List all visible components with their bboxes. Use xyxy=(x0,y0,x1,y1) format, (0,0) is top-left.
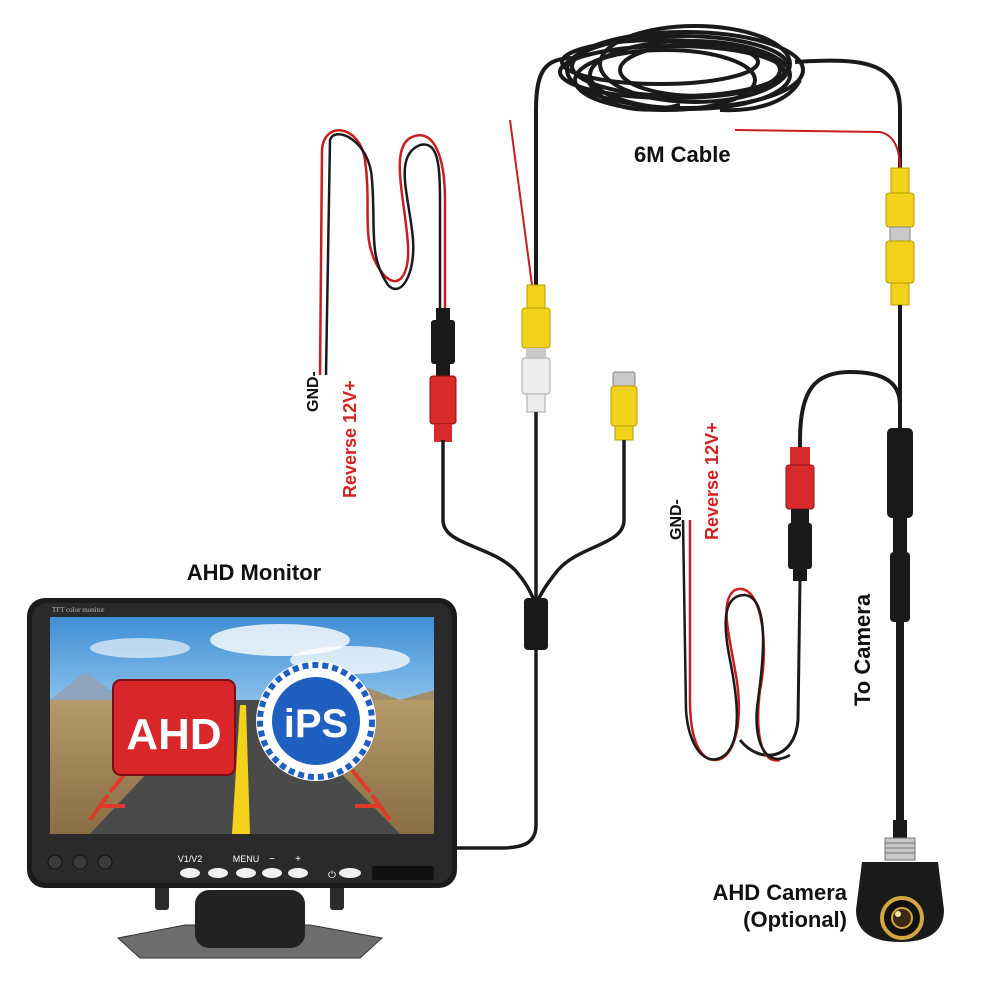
trigger-wire-right xyxy=(734,129,901,171)
menu-button[interactable] xyxy=(236,868,256,878)
btn-label-minus: − xyxy=(269,854,275,865)
btn-label-plus: + xyxy=(295,854,301,865)
ips-badge: iPS xyxy=(256,661,376,781)
cable-left-run xyxy=(534,56,576,285)
gnd-label-right: GND- xyxy=(668,499,685,540)
reverse-label-right: Reverse 12V+ xyxy=(702,422,722,540)
minus-button[interactable] xyxy=(262,868,282,878)
gnd-label-left: GND- xyxy=(305,371,322,412)
bezel-text: TFT color monitor xyxy=(52,606,105,614)
cable-coil xyxy=(558,24,805,113)
ahd-badge: AHD xyxy=(112,679,236,776)
ahd-camera xyxy=(856,837,944,942)
btn-label-menu: MENU xyxy=(233,854,260,864)
camera-cable xyxy=(887,428,913,840)
btn-label-v1v2: V1/V2 xyxy=(178,854,203,864)
twisted-wires-left xyxy=(318,129,447,376)
reverse-label-left: Reverse 12V+ xyxy=(340,380,360,498)
cable-right-run xyxy=(794,58,902,170)
mode-button[interactable] xyxy=(208,868,228,878)
monitor-cable xyxy=(455,650,538,850)
ir-window xyxy=(372,866,434,880)
ahd-badge-text: AHD xyxy=(126,710,221,759)
power-branch-right xyxy=(798,369,902,450)
power-connector-right xyxy=(785,447,815,581)
plus-button[interactable] xyxy=(288,868,308,878)
ips-badge-text: iPS xyxy=(284,702,348,746)
rca-connector-right xyxy=(885,167,915,306)
indicator-2 xyxy=(72,854,88,870)
trigger-wire-left xyxy=(509,119,533,286)
camera-label-line1: AHD Camera xyxy=(713,880,848,905)
power-button[interactable] xyxy=(339,868,361,878)
power-connector-left xyxy=(429,308,457,442)
twisted-wires-right xyxy=(681,519,791,762)
indicator-1 xyxy=(47,854,63,870)
to-camera-label: To Camera xyxy=(850,593,875,706)
rca-video-connector xyxy=(521,284,551,413)
rca-spare-connector xyxy=(610,371,638,441)
power-wire-right xyxy=(738,579,802,757)
camera-label-line2: (Optional) xyxy=(743,907,847,932)
power-symbol: ⏻ xyxy=(328,870,336,881)
splitter-harness xyxy=(441,412,626,601)
cable-label: 6M Cable xyxy=(634,142,731,167)
splitter-junction xyxy=(524,598,548,650)
ahd-monitor: TFT color monitor AHD iPS V1/V2 MENU − +… xyxy=(27,598,457,959)
indicator-3 xyxy=(97,854,113,870)
v1v2-button[interactable] xyxy=(180,868,200,878)
monitor-label: AHD Monitor xyxy=(187,560,322,585)
